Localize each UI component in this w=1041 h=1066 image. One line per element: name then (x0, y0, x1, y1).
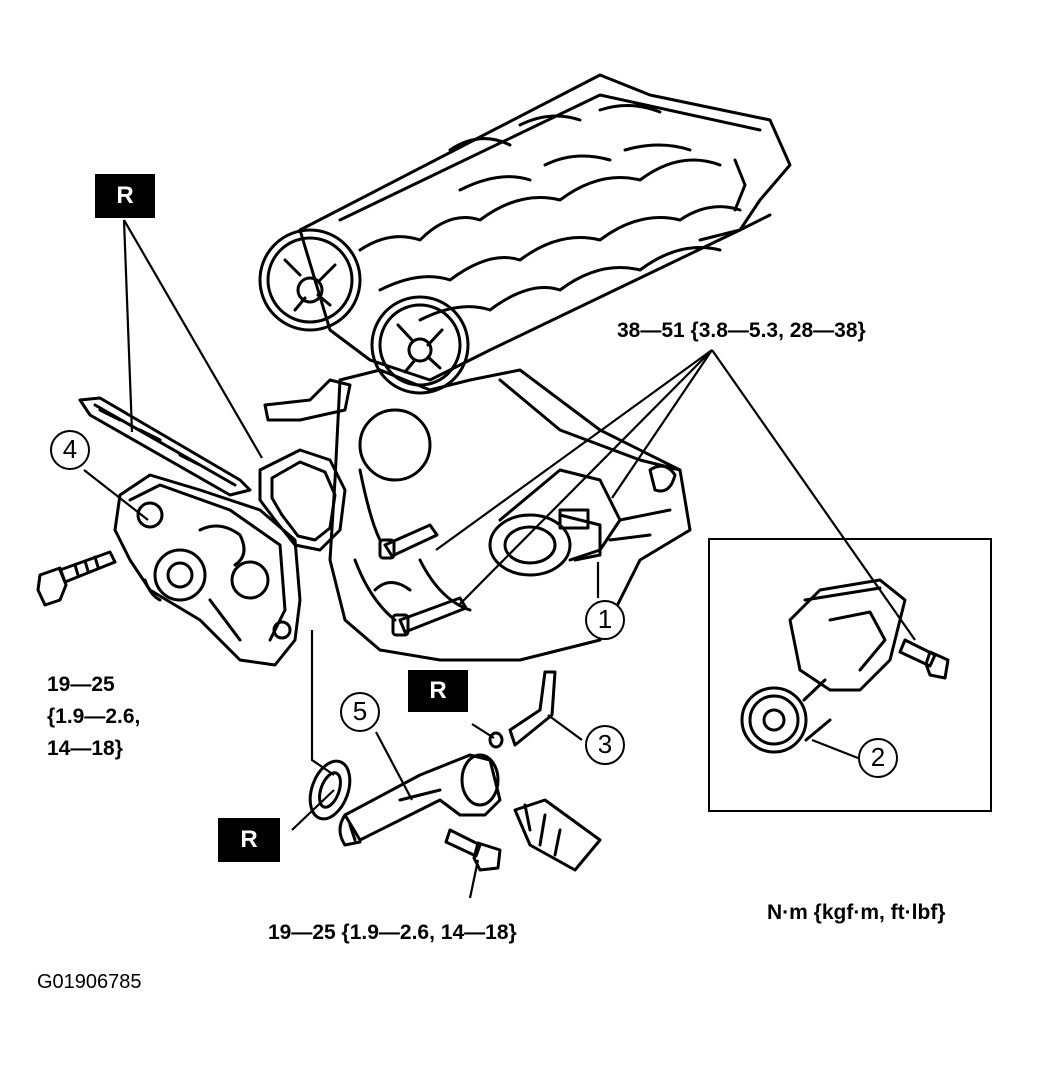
leader-lines (83, 219, 916, 899)
water-pump-bolt (36, 550, 117, 607)
callout-2: 2 (858, 738, 898, 778)
water-inlet-pipe (338, 753, 502, 847)
callout-4: 4 (50, 430, 90, 470)
drive-belt-pulley (488, 464, 677, 577)
callout-1: 1 (585, 600, 625, 640)
inset-frame (708, 538, 992, 812)
inset-pulley-bracket (740, 578, 950, 754)
torque-label-left-line1: 19—25 (47, 673, 115, 696)
inlet-bolt (444, 828, 502, 872)
camshaft-sprocket-right (370, 295, 470, 395)
torque-label-left-line2: {1.9—2.6, (47, 705, 141, 728)
units-label: N·m {kgf·m, ft·lbf} (767, 901, 946, 924)
torque-label-upper-right: 38—51 {3.8—5.3, 28—38} (617, 319, 866, 342)
camshaft-sprocket-left (258, 228, 362, 332)
engine-block (263, 368, 692, 662)
coolant-hose (488, 670, 557, 749)
figure-id: G01906785 (37, 971, 142, 993)
water-pump (113, 473, 302, 667)
callout-5: 5 (340, 692, 380, 732)
torque-label-left-line3: 14—18} (47, 737, 123, 760)
temperature-sensor (513, 798, 602, 872)
cylinder-head (298, 73, 792, 382)
torque-label-bottom: 19—25 {1.9—2.6, 14—18} (268, 921, 517, 944)
inlet-gasket (308, 759, 352, 821)
bracket-bolts (378, 523, 468, 637)
replace-mark-middle: R (408, 670, 468, 712)
timing-belt-cover (78, 396, 252, 497)
replace-mark-bottom: R (218, 818, 280, 862)
replace-mark-top: R (95, 174, 155, 218)
water-pump-gasket (258, 448, 347, 552)
callout-3: 3 (585, 725, 625, 765)
